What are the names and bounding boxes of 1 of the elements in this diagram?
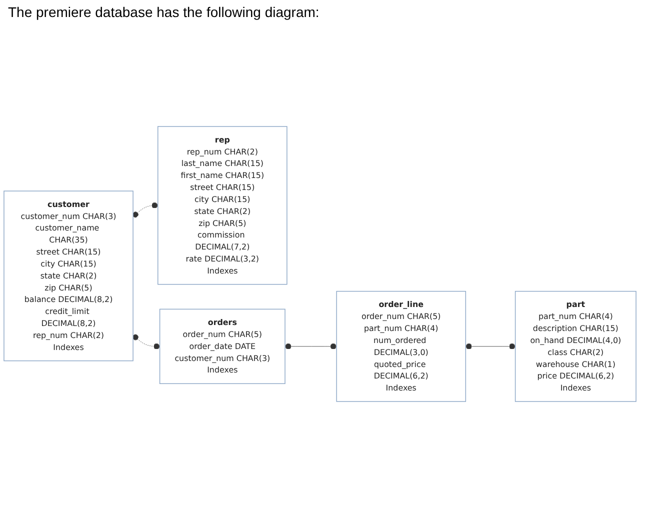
title: The premiere database has the following diagram:	[8, 4, 320, 20]
